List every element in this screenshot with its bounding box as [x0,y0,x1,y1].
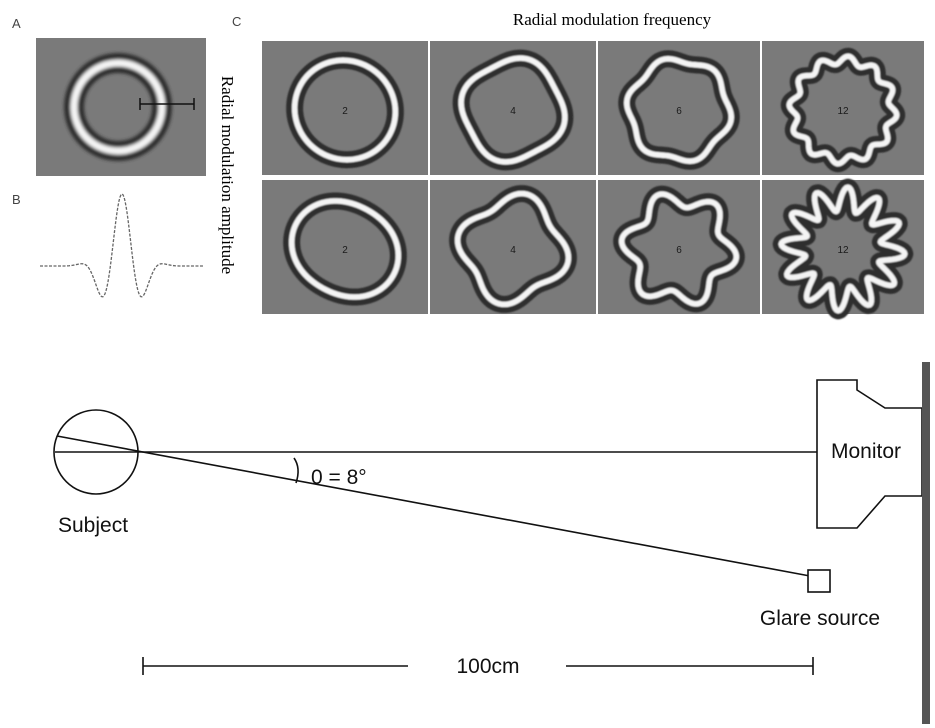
panel-a-radius-marker [139,98,195,110]
frequency-axis-label: Radial modulation frequency [513,10,712,29]
rf-stimulus-cell: 4 [430,41,596,175]
rf-frequency-label: 2 [342,245,348,256]
rf-contour [452,49,574,171]
glare-source-icon [807,569,831,593]
amplitude-axis-label: Radial modulation amplitude [218,76,237,274]
panel-a-stimulus [36,38,206,176]
distance-label: 100cm [456,655,519,678]
panel-a-ring [64,53,172,161]
rf-stimulus-cell: 12 [762,41,924,175]
panel-b-letter: B [12,192,21,207]
rf-contour [772,178,914,320]
rf-contour [780,47,906,173]
setup-diagram: 0 = 8° Subject Monitor Glare source 100c… [53,362,930,724]
rf-stimulus-cell: 4 [430,180,596,314]
monitor-label: Monitor [831,440,901,463]
rf-frequency-label: 4 [510,106,516,117]
panel-a-letter: A [12,16,21,31]
subject-label: Subject [58,514,128,537]
rf-contour [283,192,407,306]
rf-stimulus-cell: 2 [262,180,428,314]
rf-frequency-label: 6 [676,106,682,117]
rf-stimulus-cell: 6 [598,180,760,314]
wall [922,362,930,724]
radial-frequency-grid: 2 4 6 12 2 4 6 12 [262,41,924,320]
rf-contour [618,50,740,170]
rf-stimulus-cell: 6 [598,41,760,175]
distance-bar [142,657,814,675]
glare-ray [56,435,811,577]
rf-frequency-label: 12 [837,245,849,256]
rf-contour [613,185,745,313]
rf-stimulus-cell: 2 [262,41,428,175]
angle-label: 0 = 8° [311,466,367,489]
rf-frequency-label: 12 [837,106,849,117]
rf-contour [449,185,577,313]
rf-frequency-label: 6 [676,245,682,256]
glare-source-label: Glare source [760,607,880,630]
angle-arc [293,457,299,484]
rf-contour [286,51,404,169]
rf-stimulus-cell: 12 [762,178,924,320]
rf-frequency-label: 2 [342,106,348,117]
panel-c-letter: C [232,14,241,29]
rf-frequency-label: 4 [510,245,516,256]
luminance-profile-curve [40,193,204,298]
